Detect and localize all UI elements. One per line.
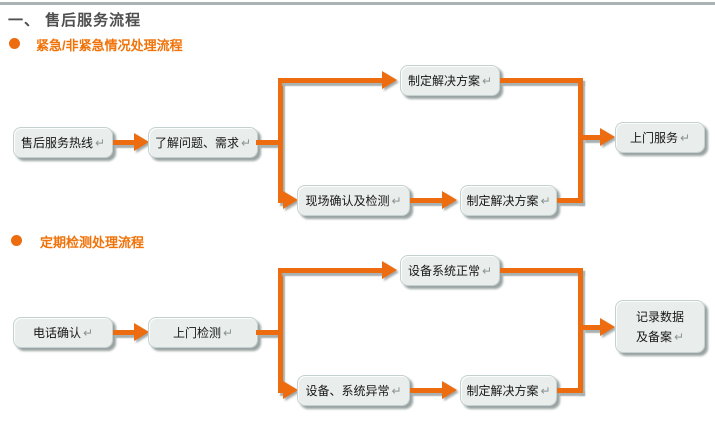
connector-line [557,388,583,393]
node-label: 了解问题、需求 [154,136,239,150]
bullet-icon [9,38,20,49]
connector-line [583,135,601,140]
return-mark: ↵ [240,135,252,150]
node-label: 及备案↵ [636,327,684,347]
return-mark: ↵ [94,135,106,150]
return-mark: ↵ [391,193,402,208]
node-label: 设备系统正常 [407,264,480,278]
connector-line [583,325,601,330]
node-label: 现场确认及检测 [305,194,390,208]
node-label: 制定解决方案 [466,384,539,398]
node-label: 上门检测 [172,326,221,340]
node-label: 记录数据 [635,309,684,324]
node-onsite-inspection: 上门检测↵ [148,317,258,348]
flowchart-emergency: 售后服务热线↵ 了解问题、需求↵ 制定解决方案↵ 上门服务↵ 现场确认及检测↵ … [0,62,715,227]
section-heading-label: 定期检测处理流程 [40,235,145,250]
arrow-right-icon [283,381,298,399]
flowchart-periodic: 电话确认↵ 上门检测↵ 设备系统正常↵ 记录数据 及备案↵ 设备、系统异常↵ 制… [0,252,715,417]
connector-line [410,388,443,393]
page-title: 一、 售后服务流程 [8,12,142,29]
node-label-line2: 及备案 [635,329,672,344]
connector-line [256,140,282,145]
node-phone-confirm: 电话确认↵ [13,317,113,348]
arrow-right-icon [382,261,397,279]
node-label: 售后服务热线 [20,136,93,150]
arrow-right-icon [600,128,615,146]
connector-line [280,78,382,83]
node-label: 上门服务 [629,131,678,145]
node-label: 制定解决方案 [466,194,539,208]
branch-merge-line [578,268,583,393]
top-divider [0,2,715,5]
node-onsite-confirm-check: 现场确认及检测↵ [297,185,410,216]
node-label: 电话确认 [32,326,81,340]
section-heading-label: 紧急/非紧急情况处理流程 [36,38,183,53]
return-mark: ↵ [222,325,234,340]
branch-split-line [278,78,283,203]
bullet-icon [11,235,22,246]
connector-line [113,140,135,145]
return-mark: ↵ [82,325,94,340]
connector-line [113,330,135,335]
node-label: 制定解决方案 [407,74,480,88]
branch-split-line [278,268,283,393]
connector-line [500,78,583,83]
branch-merge-line [578,78,583,203]
arrow-right-icon [382,71,397,89]
node-make-solution: 制定解决方案↵ [460,375,557,406]
arrow-right-icon [134,323,149,341]
node-hotline: 售后服务热线↵ [13,127,113,158]
node-make-solution-top: 制定解决方案↵ [400,65,500,96]
return-mark: ↵ [673,329,685,344]
node-record-data: 记录数据 及备案↵ [615,300,705,353]
arrow-right-icon [134,133,149,151]
return-mark: ↵ [481,263,493,278]
return-mark: ↵ [540,383,551,398]
return-mark: ↵ [540,193,551,208]
arrow-right-icon [600,318,615,336]
node-understand-needs: 了解问题、需求↵ [148,127,258,158]
connector-line [557,198,583,203]
return-mark: ↵ [679,130,691,145]
arrow-right-icon [283,191,298,209]
node-make-solution-bottom: 制定解决方案↵ [460,185,557,216]
return-mark: ↵ [481,73,493,88]
arrow-right-icon [442,191,457,209]
node-system-abnormal: 设备、系统异常↵ [297,375,410,406]
connector-line [500,268,583,273]
return-mark: ↵ [391,383,402,398]
connector-line [410,198,443,203]
node-label: 设备、系统异常 [305,384,390,398]
node-onsite-service: 上门服务↵ [615,122,705,153]
connector-line [280,268,382,273]
connector-line [256,330,282,335]
arrow-right-icon [442,381,457,399]
node-system-normal: 设备系统正常↵ [400,255,500,286]
